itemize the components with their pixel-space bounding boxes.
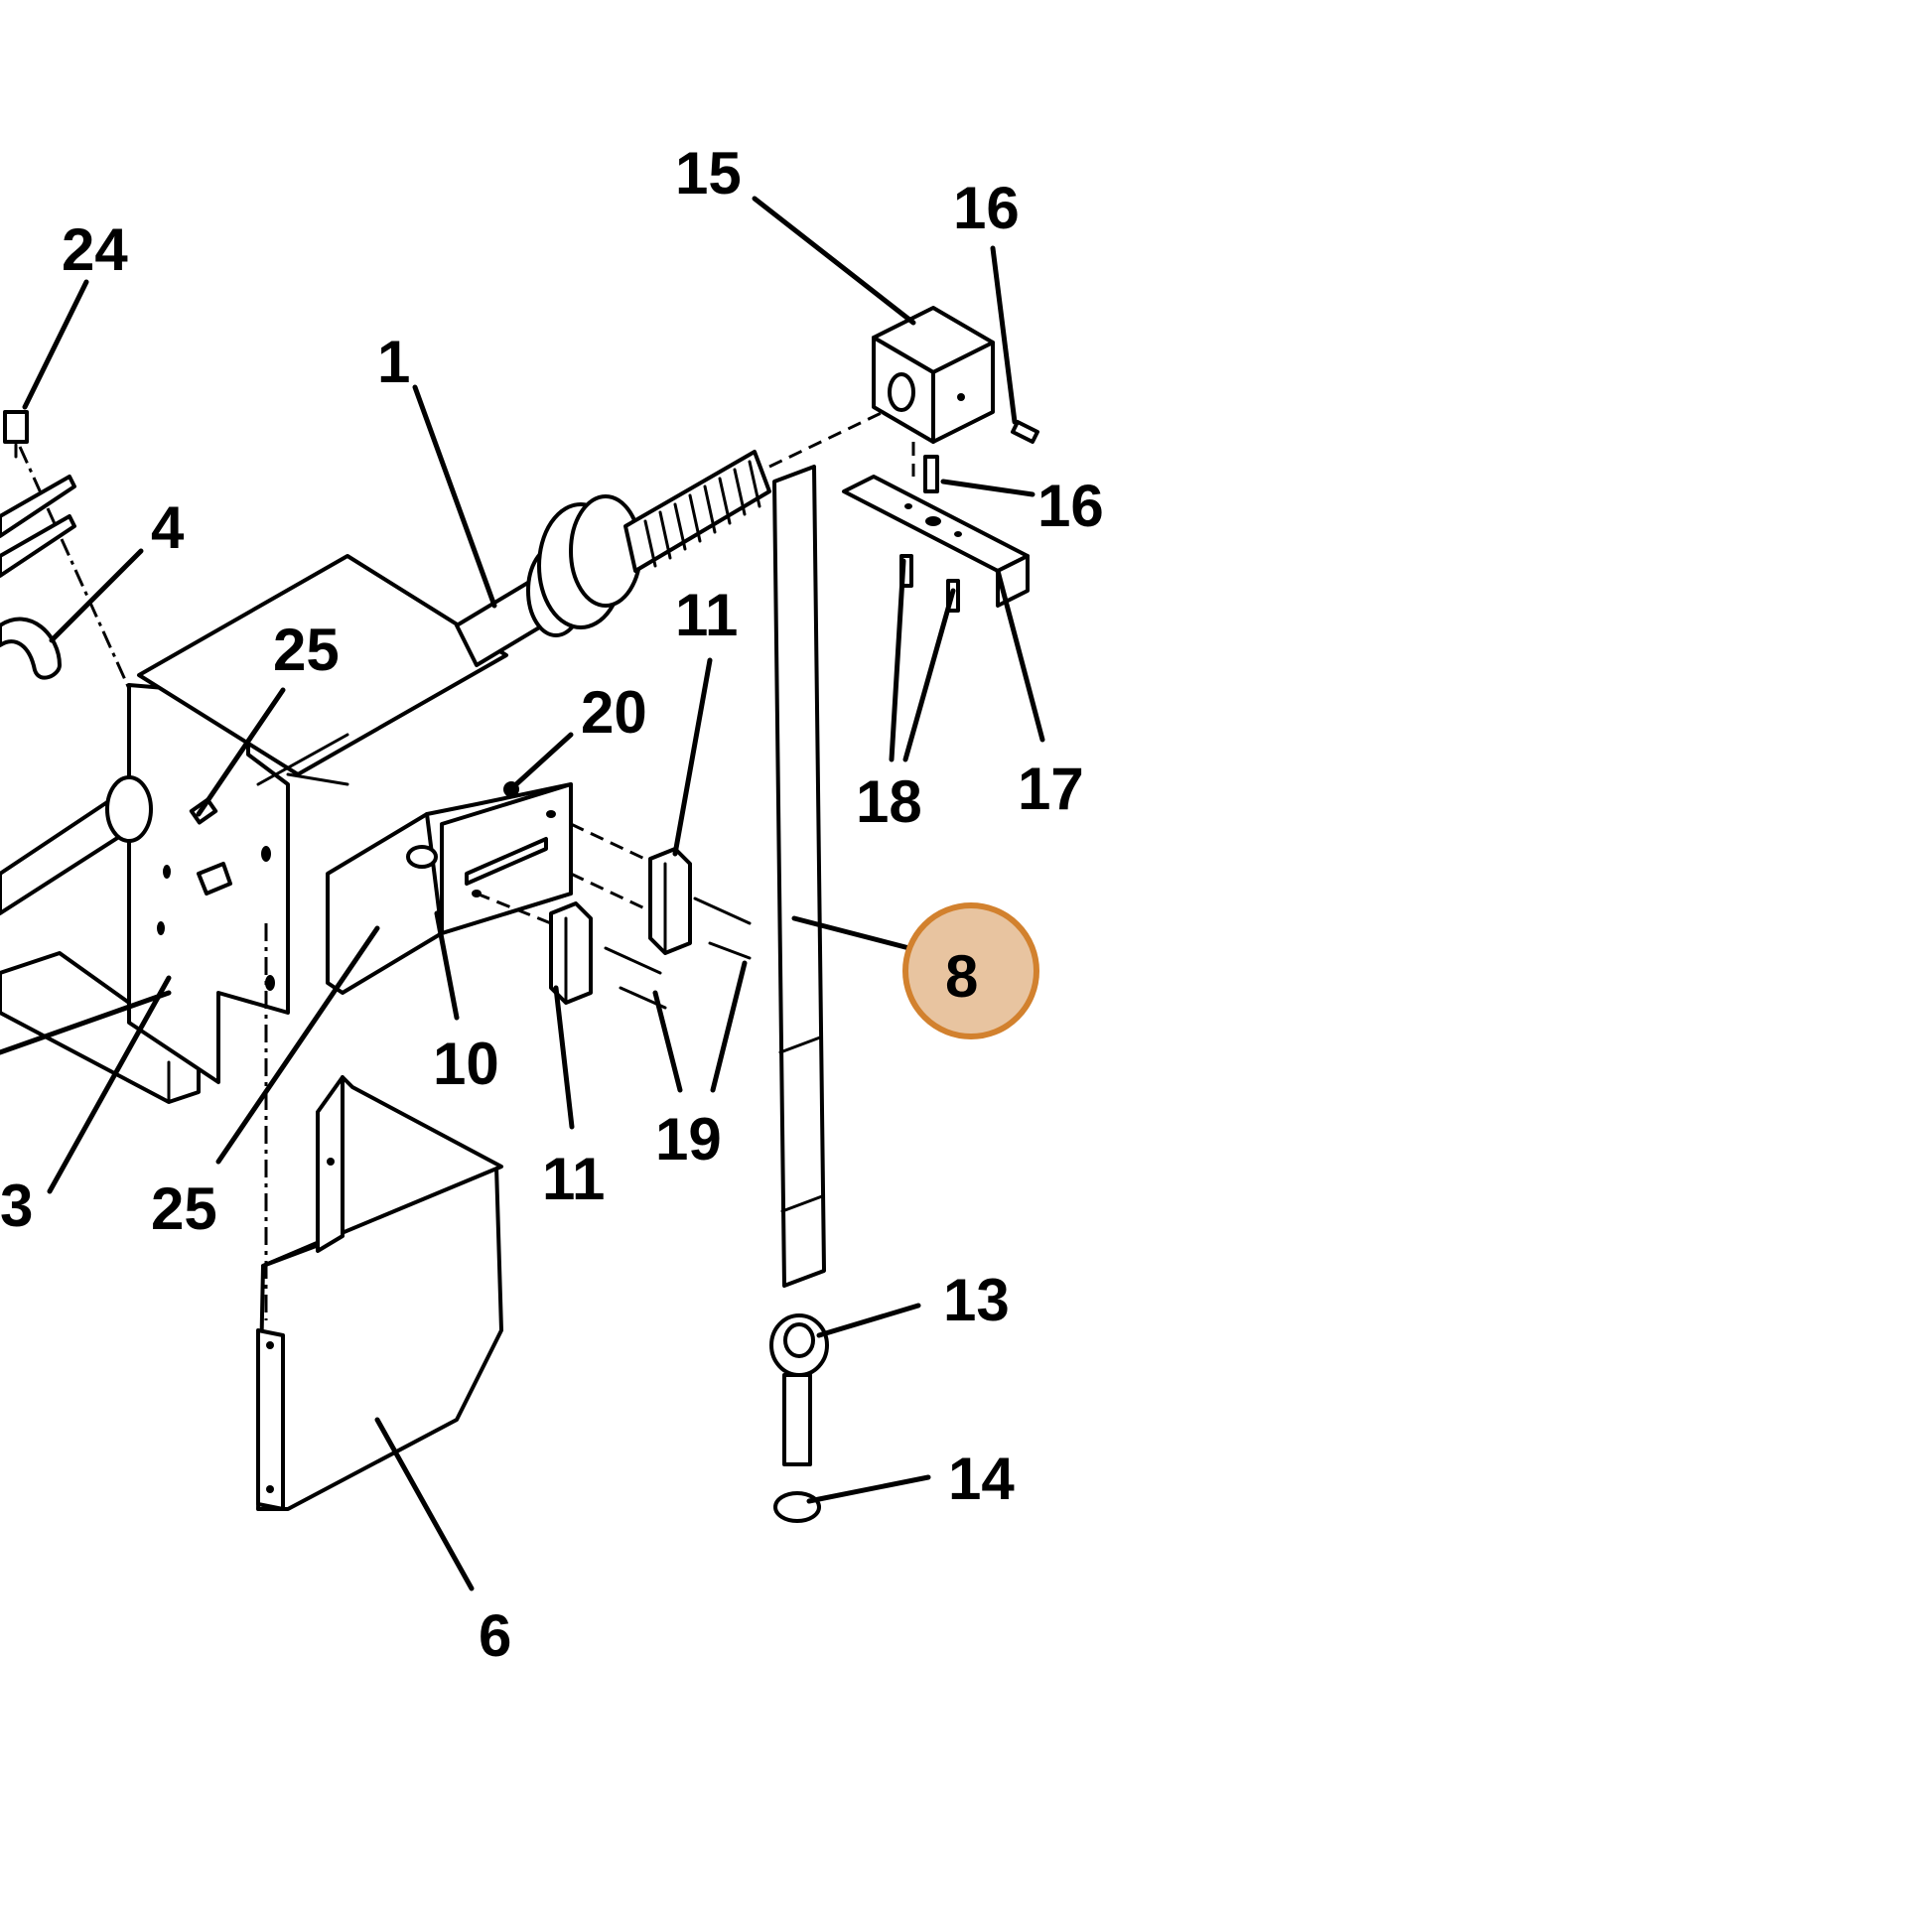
- part-8-strap[interactable]: [772, 465, 826, 1288]
- callout-24[interactable]: 24: [62, 216, 128, 283]
- callout-11-upper[interactable]: 11: [675, 582, 738, 648]
- part-14-nut[interactable]: [773, 1491, 821, 1523]
- callout-17[interactable]: 17: [1018, 756, 1084, 822]
- callout-18[interactable]: 18: [856, 768, 922, 835]
- part-24-fastener[interactable]: [3, 410, 29, 459]
- callout-15[interactable]: 15: [675, 140, 742, 207]
- callout-20[interactable]: 20: [581, 679, 647, 746]
- part-10-plate[interactable]: [326, 782, 573, 995]
- part-6-cover[interactable]: [256, 1075, 503, 1511]
- part-16-lower-screw[interactable]: [923, 455, 939, 493]
- part-13-eye-bolt[interactable]: [769, 1313, 829, 1466]
- callout-13[interactable]: 13: [943, 1267, 1010, 1333]
- part-16-upper-screw[interactable]: [1011, 420, 1039, 444]
- callout-8[interactable]: 8: [945, 943, 978, 1010]
- callout-6[interactable]: 6: [479, 1602, 511, 1669]
- callout-25-lower[interactable]: 25: [151, 1175, 217, 1242]
- part-1-shaft[interactable]: [455, 450, 771, 667]
- callout-16-lower[interactable]: 16: [1037, 473, 1104, 539]
- part-11-upper-block[interactable]: [648, 847, 692, 955]
- part-11-lower-block[interactable]: [549, 901, 593, 1005]
- callout-19[interactable]: 19: [655, 1106, 722, 1173]
- callout-16-upper[interactable]: 16: [953, 175, 1020, 241]
- callout-11-lower[interactable]: 11: [542, 1146, 605, 1212]
- part-4-clip[interactable]: [0, 475, 76, 680]
- part-15-block[interactable]: [872, 306, 995, 444]
- callout-14[interactable]: 14: [948, 1446, 1015, 1512]
- callout-3[interactable]: 3: [0, 1173, 33, 1239]
- callout-4[interactable]: 4: [151, 494, 185, 561]
- callout-10[interactable]: 10: [433, 1031, 499, 1097]
- callout-25-upper[interactable]: 25: [273, 617, 340, 683]
- callout-1[interactable]: 1: [377, 329, 410, 395]
- highlight-circle-8: [902, 902, 1039, 1039]
